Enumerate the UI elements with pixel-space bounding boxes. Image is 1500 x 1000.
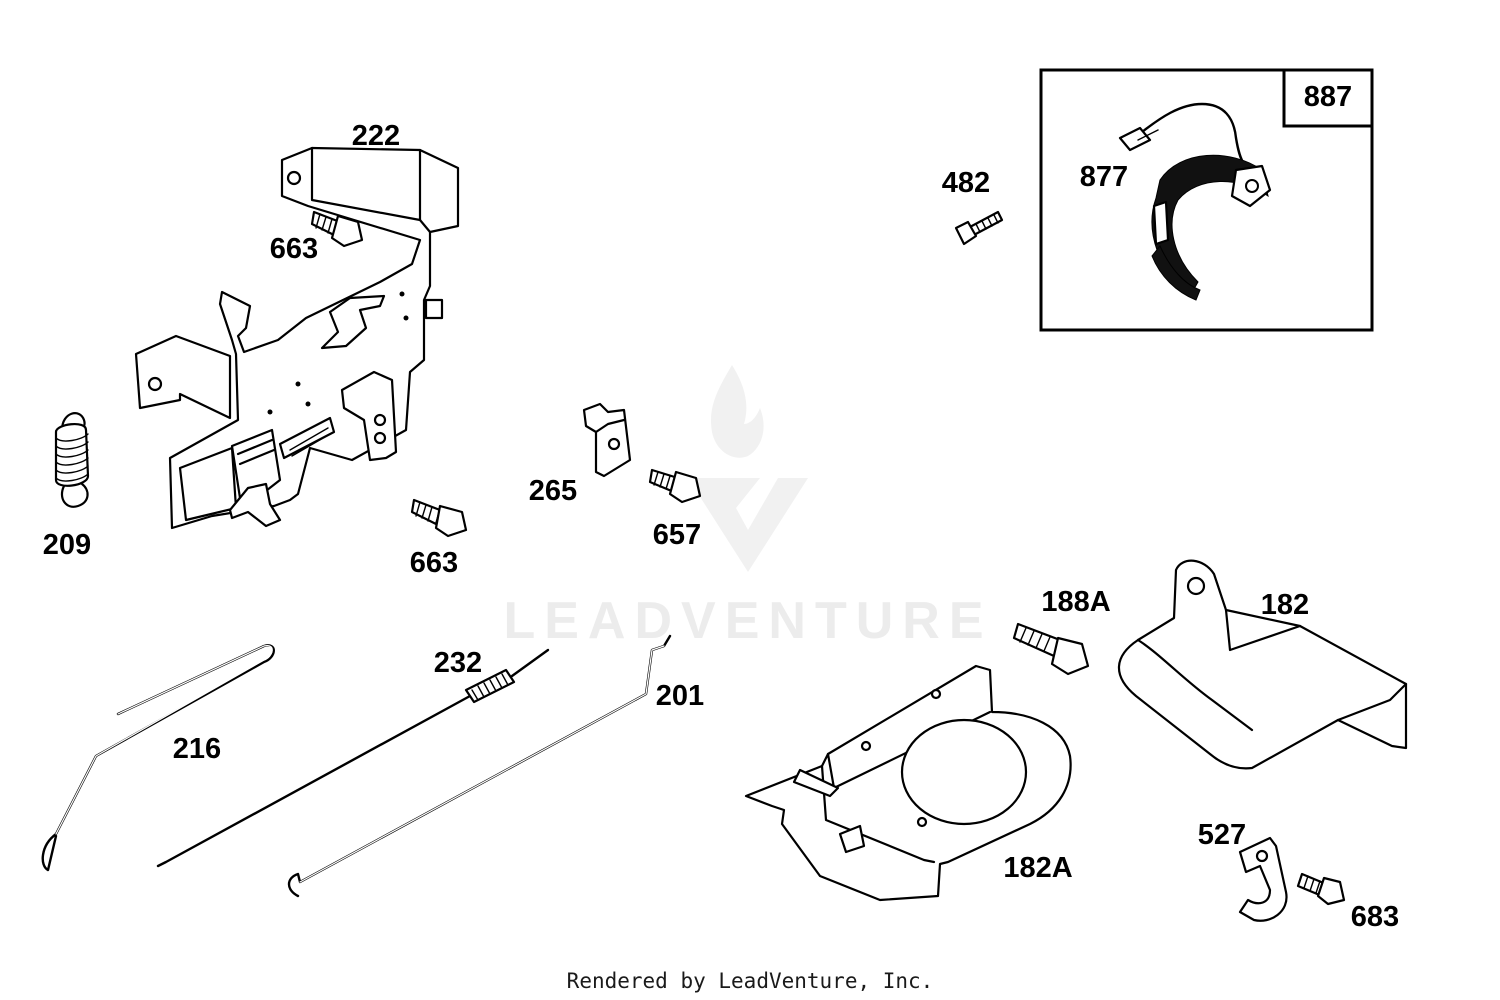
callout-201: 201 — [656, 680, 704, 712]
callout-663-upper: 663 — [270, 233, 318, 265]
callout-216: 216 — [173, 733, 221, 765]
callout-222: 222 — [352, 120, 400, 152]
part-663-screw-upper[interactable] — [310, 210, 364, 248]
watermark-logo — [688, 365, 808, 572]
callout-683: 683 — [1351, 901, 1399, 933]
callout-482: 482 — [942, 167, 990, 199]
part-188A-bolt[interactable] — [1012, 622, 1090, 676]
footer-credit: Rendered by LeadVenture, Inc. — [567, 969, 934, 993]
part-683-screw[interactable] — [1296, 872, 1346, 906]
callout-232: 232 — [434, 647, 482, 679]
watermark-text: LEADVENTURE — [503, 592, 992, 650]
part-216-choke-link[interactable] — [41, 644, 275, 872]
part-877-ignition-armature[interactable] — [1118, 102, 1272, 301]
part-482-screw[interactable] — [954, 210, 1004, 246]
part-182A-air-guide[interactable] — [744, 664, 1072, 902]
part-527-clamp[interactable] — [1238, 836, 1288, 922]
callout-182A: 182A — [1003, 852, 1072, 884]
callout-188A: 188A — [1041, 586, 1110, 618]
part-232-governor-spring-link[interactable] — [156, 648, 550, 868]
part-887-kit-box[interactable] — [1039, 68, 1374, 332]
part-663-screw-lower[interactable] — [410, 498, 468, 538]
part-657-screw[interactable] — [648, 468, 702, 504]
callout-663-lower: 663 — [410, 547, 458, 579]
callout-657: 657 — [653, 519, 701, 551]
callout-887: 887 — [1304, 81, 1352, 113]
callout-265: 265 — [529, 475, 577, 507]
part-182-shield[interactable] — [1117, 559, 1408, 770]
callout-209: 209 — [43, 529, 91, 561]
part-201-throttle-link[interactable] — [287, 634, 672, 898]
callout-182: 182 — [1261, 589, 1309, 621]
part-265-clip[interactable] — [582, 402, 632, 478]
callout-877: 877 — [1080, 161, 1128, 193]
part-209-spring[interactable] — [54, 412, 90, 508]
callout-527: 527 — [1198, 819, 1246, 851]
part-222-control-bracket[interactable] — [134, 146, 460, 530]
